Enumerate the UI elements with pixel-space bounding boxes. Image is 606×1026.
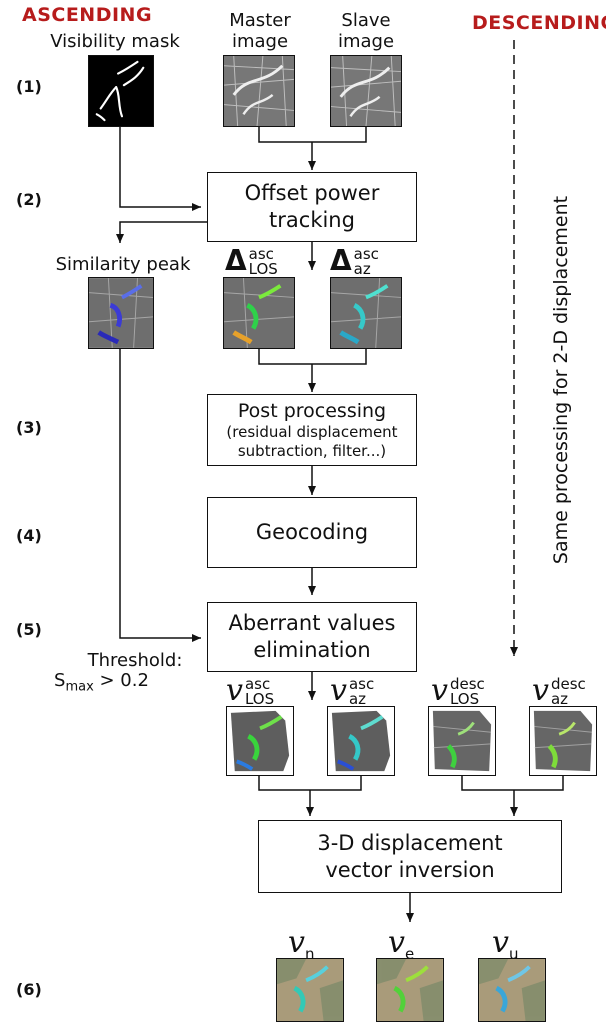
- master-image: [223, 55, 295, 127]
- 3d-displacement-inversion-box: 3-D displacement vector inversion: [258, 820, 562, 893]
- step-4-label: (4): [16, 526, 42, 545]
- velocity-az-desc-image: [529, 706, 597, 776]
- slave-image: [330, 55, 402, 127]
- velocity-north-symbol: vn: [288, 925, 315, 964]
- visibility-mask-label: Visibility mask: [50, 31, 180, 52]
- step-5-label: (5): [16, 620, 42, 639]
- descending-side-note: Same processing for 2-D displacement: [550, 195, 572, 565]
- ascending-header: ASCENDING: [22, 4, 153, 26]
- post-processing-box: Post processing (residual displacement s…: [207, 394, 417, 466]
- velocity-los-asc-image: [226, 706, 294, 776]
- step-3-label: (3): [16, 418, 42, 437]
- offset-power-tracking-box: Offset power tracking: [207, 172, 417, 242]
- velocity-los-desc-image: [428, 706, 496, 776]
- threshold-label: Threshold:: [87, 650, 183, 671]
- geocoding-box: Geocoding: [207, 497, 417, 568]
- delta-los-asc-image: [223, 277, 295, 349]
- velocity-east-symbol: ve: [388, 925, 415, 964]
- step-2-label: (2): [16, 190, 42, 209]
- delta-az-asc-image: [330, 277, 402, 349]
- velocity-north-image: [276, 958, 344, 1022]
- step-6-label: (6): [16, 980, 42, 999]
- velocity-up-symbol: vu: [492, 925, 519, 964]
- step-1-label: (1): [16, 77, 42, 96]
- velocity-up-image: [478, 958, 546, 1022]
- aberrant-values-elimination-box: Aberrant values elimination: [207, 602, 417, 672]
- velocity-az-asc-image: [327, 706, 395, 776]
- descending-header: DESCENDING: [472, 12, 606, 34]
- threshold-condition: Smax > 0.2: [54, 670, 149, 695]
- similarity-peak-label: Similarity peak: [55, 254, 191, 275]
- visibility-mask-image: [88, 55, 154, 127]
- similarity-peak-image: [88, 277, 154, 349]
- velocity-east-image: [376, 958, 444, 1022]
